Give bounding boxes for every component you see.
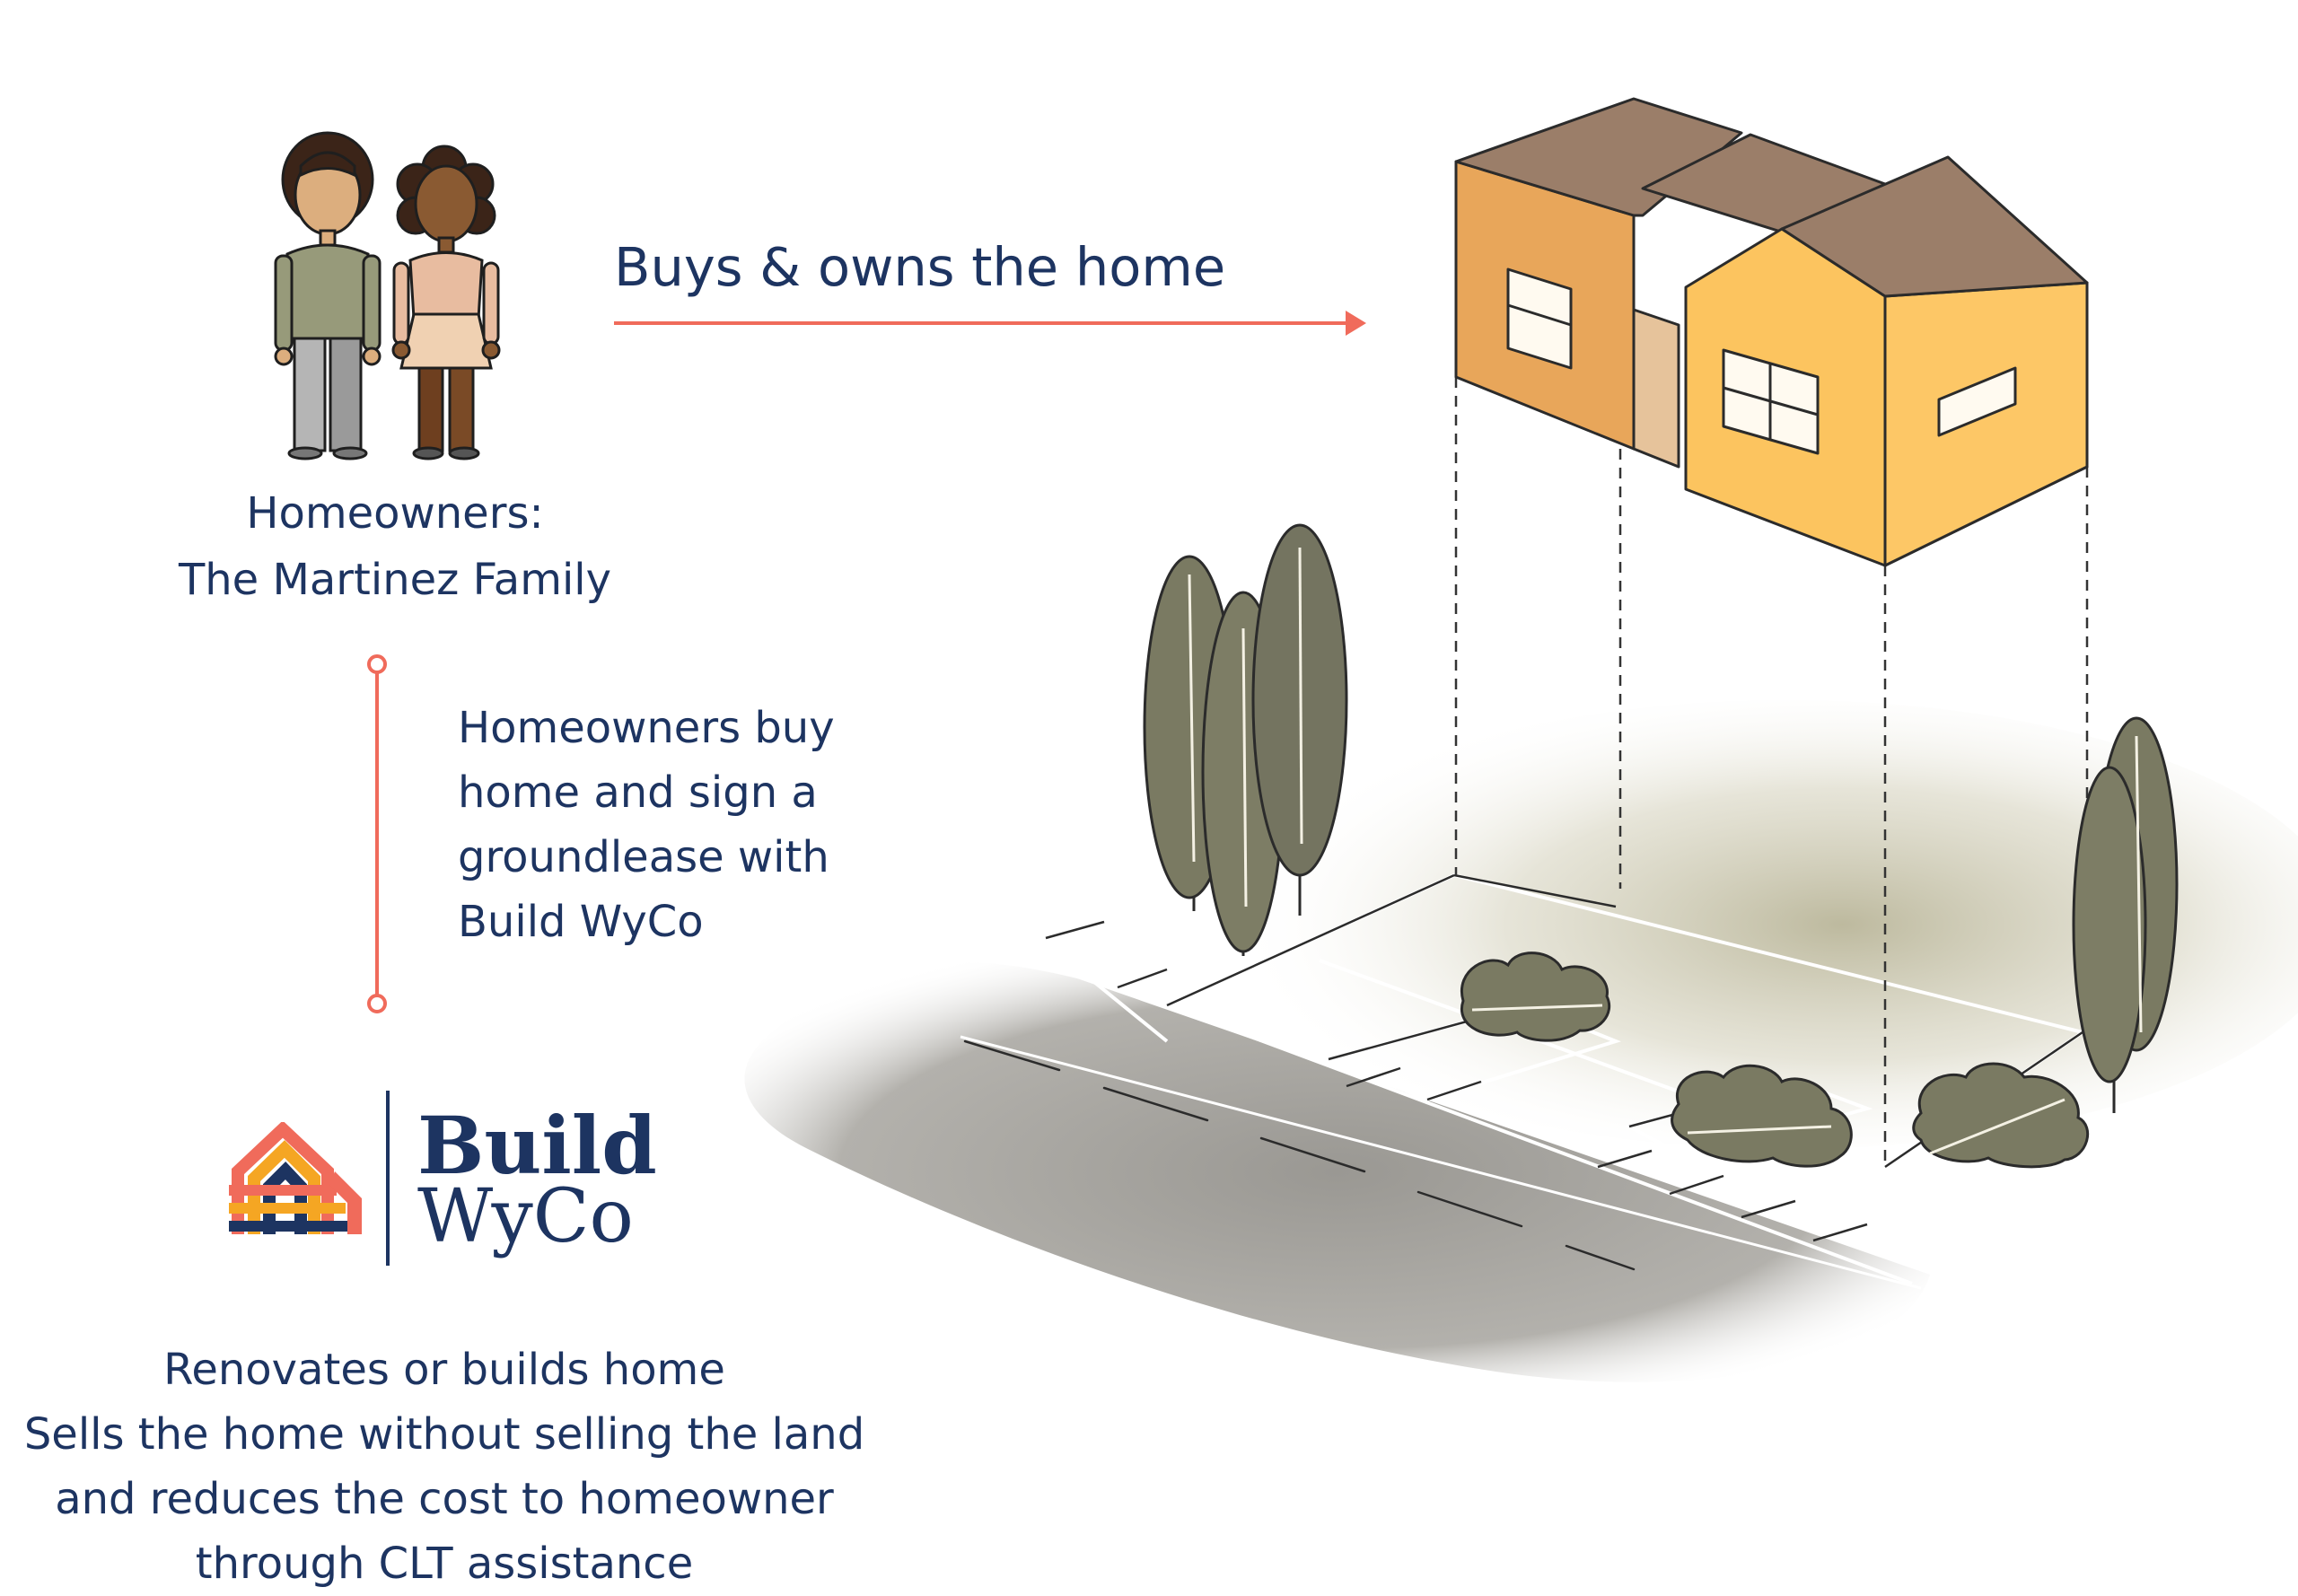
- arrow-to-home: [614, 311, 1366, 336]
- organization-line: Sells the home without selling the land: [23, 1409, 865, 1460]
- homeowners-label-line1: Homeowners:: [246, 488, 544, 539]
- organization-description: Renovates or builds home Sells the home …: [0, 1337, 889, 1596]
- homeowners-label: Homeowners: The Martinez Family: [135, 480, 655, 613]
- groundlease-line: home and sign a: [458, 767, 818, 818]
- arrow-label: Buys & owns the home: [614, 236, 1226, 298]
- woman-figure: [391, 145, 501, 460]
- organization-line: and reduces the cost to homeowner: [55, 1474, 834, 1524]
- organization-line: through CLT assistance: [195, 1539, 694, 1589]
- homeowners-label-line2: The Martinez Family: [178, 555, 612, 605]
- groundlease-connector: [367, 654, 387, 1013]
- ground-shadow: [1230, 700, 2298, 1149]
- logo-word-build: Build: [417, 1099, 657, 1192]
- bushes: [1460, 951, 2090, 1169]
- groundlease-line: Build WyCo: [458, 897, 704, 947]
- road: [744, 962, 1930, 1382]
- groundlease-description: Homeowners buy home and sign a groundlea…: [458, 696, 960, 954]
- homeowners-illustration: [274, 131, 501, 460]
- trees-left: [1143, 523, 1348, 956]
- man-figure: [274, 131, 382, 460]
- groundlease-line: Homeowners buy: [458, 703, 835, 753]
- trees-right: [2072, 716, 2179, 1113]
- logo-word-wyco: WyCo: [417, 1174, 634, 1259]
- groundlease-line: groundlease with: [458, 832, 829, 882]
- organization-line: Renovates or builds home: [163, 1345, 725, 1395]
- logo-divider: [386, 1091, 390, 1266]
- house: [1454, 97, 2089, 567]
- build-wyco-logo-icon: [229, 1122, 362, 1234]
